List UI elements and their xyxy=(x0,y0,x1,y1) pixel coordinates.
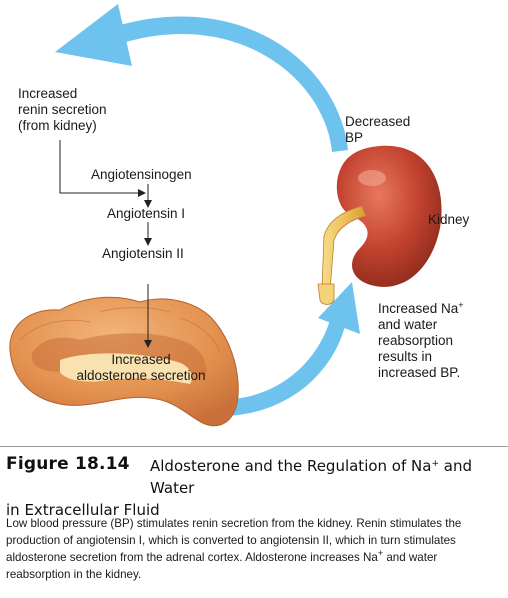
reabsorption-text-pre: Increased Na xyxy=(378,301,459,316)
feedback-arrow-top xyxy=(120,16,348,152)
caption-text-pre: Low blood pressure (BP) stimulates renin… xyxy=(6,517,462,564)
reabsorption-sup: + xyxy=(458,300,464,310)
label-decreased-bp: Decreased BP xyxy=(345,114,411,145)
diagram: Increased renin secretion (from kidney) … xyxy=(9,4,498,427)
figure-title-post: and Water xyxy=(150,457,472,497)
reabsorption-text-post: and water reabsorption results in increa… xyxy=(378,317,461,380)
label-angiotensin-ii: Angiotensin II xyxy=(102,246,184,261)
caption-text-post: and water reabsorption in the kidney. xyxy=(6,551,438,581)
label-angiotensinogen: Angiotensinogen xyxy=(91,167,192,182)
adrenal-gland-illustration xyxy=(9,296,239,427)
figure-title-sup: + xyxy=(431,459,439,469)
figure-caption: Low blood pressure (BP) stimulates renin… xyxy=(6,515,504,583)
label-aldosterone-secretion: Increased aldosterone secretion xyxy=(76,352,206,383)
label-renin-secretion: Increased renin secretion (from kidney) xyxy=(18,86,107,133)
label-increased-reabsorption: Increased Na+ and water reabsorption res… xyxy=(378,301,498,381)
figure-number: Figure 18.14 xyxy=(6,454,130,474)
caption-sup: + xyxy=(377,548,384,558)
divider xyxy=(0,446,508,447)
figure-title-line2: in Extracellular Fluid xyxy=(6,501,160,519)
connector-renin xyxy=(59,140,138,194)
feedback-arrow-bottom-head xyxy=(318,282,360,334)
kidney-illustration xyxy=(317,145,442,305)
feedback-arrow-top-head xyxy=(55,4,132,66)
diagram-graphics xyxy=(9,4,442,427)
figure-title: Aldosterone and the Regulation of Na+ an… xyxy=(6,455,500,521)
label-kidney: Kidney xyxy=(428,212,470,227)
figure-title-line1: Aldosterone and the Regulation of Na+ an… xyxy=(150,457,472,497)
label-angiotensin-i: Angiotensin I xyxy=(107,206,186,221)
figure-title-pre: Aldosterone and the Regulation of Na xyxy=(150,457,432,475)
